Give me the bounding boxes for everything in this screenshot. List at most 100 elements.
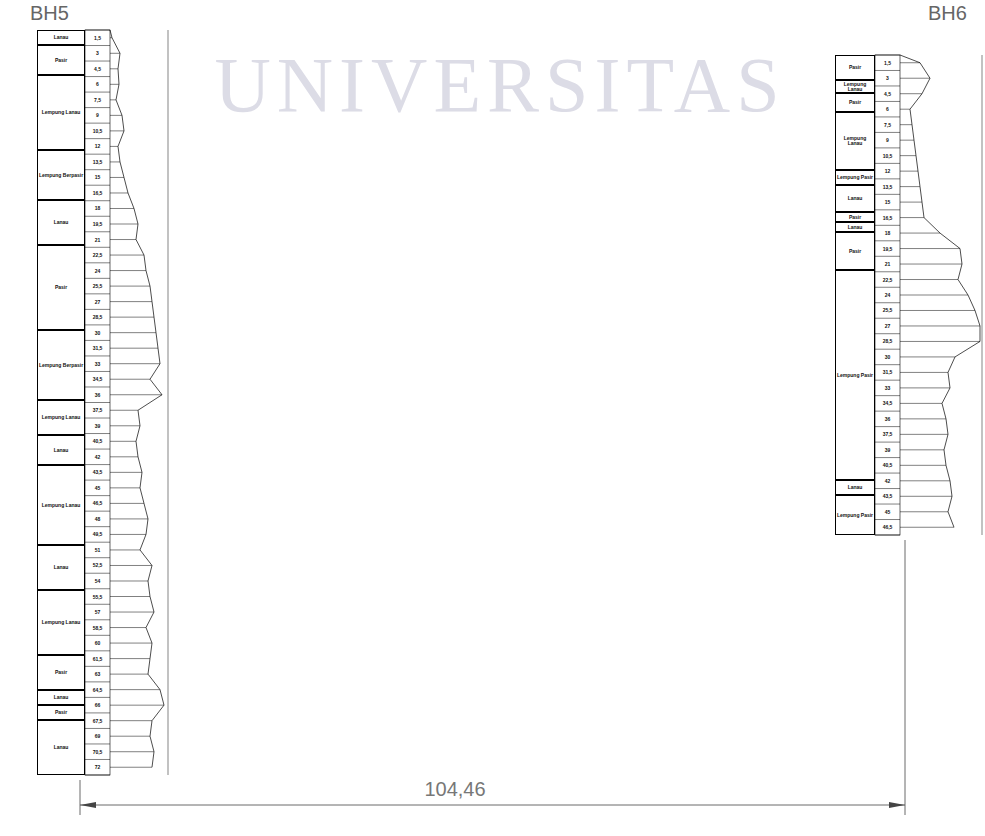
extension-line	[80, 780, 81, 815]
depth-value: 43,5	[875, 493, 900, 499]
soil-name: Lempung Lanau	[42, 110, 81, 115]
nspt-bar	[110, 68, 118, 69]
nspt-bar	[900, 124, 912, 125]
row-line	[85, 92, 110, 93]
row-line	[875, 395, 900, 396]
depth-value: 46,5	[85, 500, 110, 506]
nspt-bar	[900, 93, 922, 94]
nspt-bar	[110, 332, 156, 333]
soil-name: Lempung Lanau	[837, 136, 874, 146]
row-line	[85, 759, 110, 760]
nspt-bar	[900, 171, 918, 172]
nspt-bar	[110, 441, 136, 442]
nspt-bar	[110, 53, 120, 54]
soil-layer: Lanau	[37, 690, 85, 705]
depth-value: 22,5	[85, 252, 110, 258]
nspt-bar	[110, 627, 146, 628]
row-line	[875, 194, 900, 195]
row-line	[875, 318, 900, 319]
soil-name: Lempung Lanau	[42, 415, 81, 420]
nspt-bar	[110, 720, 152, 721]
depth-value: 34,5	[875, 400, 900, 406]
soil-layer: Lanau	[37, 545, 85, 590]
row-line	[85, 557, 110, 558]
depth-value: 39	[85, 423, 110, 429]
nspt-bar	[110, 130, 124, 131]
row-line	[875, 504, 900, 505]
nspt-bar	[110, 612, 154, 613]
depth-value: 63	[85, 671, 110, 677]
nspt-bar	[110, 317, 154, 318]
row-line	[85, 154, 110, 155]
nspt-bar	[900, 109, 910, 110]
depth-value: 16,5	[875, 215, 900, 221]
depth-value: 36	[85, 392, 110, 398]
nspt-bar	[110, 286, 150, 287]
row-line	[85, 728, 110, 729]
row-line	[85, 138, 110, 139]
row-line	[875, 535, 900, 536]
row-line	[85, 123, 110, 124]
depth-value: 39	[875, 447, 900, 453]
depth-value: 7,5	[875, 122, 900, 128]
row-line	[85, 418, 110, 419]
depth-column	[875, 55, 900, 535]
nspt-bar	[110, 379, 150, 380]
soil-layer: Lempung Lanau	[37, 400, 85, 435]
row-line	[875, 163, 900, 164]
depth-value: 45	[85, 485, 110, 491]
row-line	[85, 247, 110, 248]
nspt-bar	[900, 449, 944, 450]
row-line	[85, 464, 110, 465]
soil-name: Lanau	[848, 196, 863, 201]
depth-value: 24	[875, 292, 900, 298]
nspt-bar	[900, 279, 958, 280]
depth-value: 61,5	[85, 656, 110, 662]
depth-value: 31,5	[875, 369, 900, 375]
soil-name: Lempung Lanau	[837, 82, 874, 92]
soil-layer: Lanau	[835, 185, 875, 212]
depth-value: 36	[875, 416, 900, 422]
soil-name: Lanau	[54, 565, 69, 570]
nspt-bar	[900, 341, 980, 342]
nspt-bar	[110, 161, 120, 162]
row-line	[85, 371, 110, 372]
soil-layer: Lanau	[37, 435, 85, 465]
nspt-bar	[110, 534, 146, 535]
soil-layer: Lempung Lanau	[37, 465, 85, 545]
nspt-bar	[900, 202, 922, 203]
depth-value: 13,5	[85, 159, 110, 165]
row-line	[85, 45, 110, 46]
depth-value: 12	[875, 168, 900, 174]
row-line	[875, 55, 900, 56]
nspt-bar	[900, 325, 980, 326]
watermark: UNIVERSITAS	[214, 40, 785, 130]
soil-name: Lanau	[848, 225, 863, 230]
depth-value: 31,5	[85, 345, 110, 351]
soil-name: Pasir	[849, 65, 861, 70]
row-line	[875, 240, 900, 241]
depth-value: 1,5	[875, 60, 900, 66]
depth-value: 30	[875, 354, 900, 360]
soil-layer: Pasir	[37, 45, 85, 75]
row-line	[85, 355, 110, 356]
row-line	[875, 178, 900, 179]
nspt-bar	[900, 248, 960, 249]
soil-layer: Pasir	[37, 245, 85, 330]
nspt-bar	[110, 565, 152, 566]
nspt-bar	[900, 155, 916, 156]
depth-value: 46,5	[875, 524, 900, 530]
depth-value: 24	[85, 268, 110, 274]
nspt-bar	[900, 434, 948, 435]
nspt-bar	[900, 295, 968, 296]
row-line	[85, 169, 110, 170]
extension-line	[905, 540, 906, 815]
row-line	[85, 433, 110, 434]
depth-value: 27	[875, 323, 900, 329]
row-line	[85, 588, 110, 589]
soil-layer: Pasir	[37, 705, 85, 720]
nspt-bar	[110, 84, 119, 85]
soil-name: Lanau	[848, 485, 863, 490]
row-line	[875, 380, 900, 381]
nspt-curve	[110, 30, 164, 767]
